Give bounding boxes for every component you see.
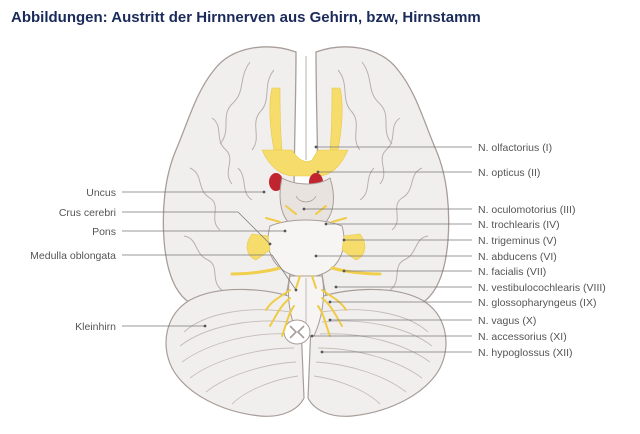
optic-nerves xyxy=(261,149,349,191)
label-n-facialis: N. facialis (VII) xyxy=(478,266,546,278)
right-labels: N. olfactorius (I) N. opticus (II) N. oc… xyxy=(478,142,606,359)
optic-red-left xyxy=(269,173,283,191)
right-hemisphere xyxy=(315,46,450,319)
label-n-trigeminus: N. trigeminus (V) xyxy=(478,235,557,247)
label-n-opticus: N. opticus (II) xyxy=(478,167,540,179)
figure-title: Abbildungen: Austritt der Hirnnerven aus… xyxy=(11,9,481,26)
label-n-olfactorius: N. olfactorius (I) xyxy=(478,142,552,154)
label-n-trochlearis: N. trochlearis (IV) xyxy=(478,219,560,231)
label-n-glossopharyngeus: N. glossopharyngeus (IX) xyxy=(478,297,596,309)
label-n-oculomotorius: N. oculomotorius (III) xyxy=(478,204,575,216)
left-leader-lines xyxy=(122,190,298,328)
label-n-abducens: N. abducens (VI) xyxy=(478,251,557,263)
label-kleinhirn: Kleinhirn xyxy=(75,321,116,333)
pons xyxy=(267,219,345,277)
left-labels: Uncus Crus cerebri Pons Medulla oblongat… xyxy=(30,187,116,333)
midbrain xyxy=(279,177,334,223)
cerebellum xyxy=(165,288,447,417)
olfactory-nerves xyxy=(269,87,343,151)
label-uncus: Uncus xyxy=(86,187,116,199)
label-medulla-oblongata: Medulla oblongata xyxy=(30,250,116,262)
label-crus-cerebri: Crus cerebri xyxy=(59,207,116,219)
cranial-nerve-roots xyxy=(230,205,382,337)
cerebellum-left xyxy=(165,288,305,417)
cerebellum-right xyxy=(307,288,447,417)
label-n-accessorius: N. accessorius (XI) xyxy=(478,331,567,343)
label-n-vagus: N. vagus (X) xyxy=(478,315,536,327)
label-pons: Pons xyxy=(92,226,116,238)
right-leader-lines xyxy=(302,145,472,354)
label-n-hypoglossus: N. hypoglossus (XII) xyxy=(478,347,573,359)
label-n-vestibulocochlearis: N. vestibulocochlearis (VIII) xyxy=(478,282,606,294)
brainstem xyxy=(267,177,345,345)
